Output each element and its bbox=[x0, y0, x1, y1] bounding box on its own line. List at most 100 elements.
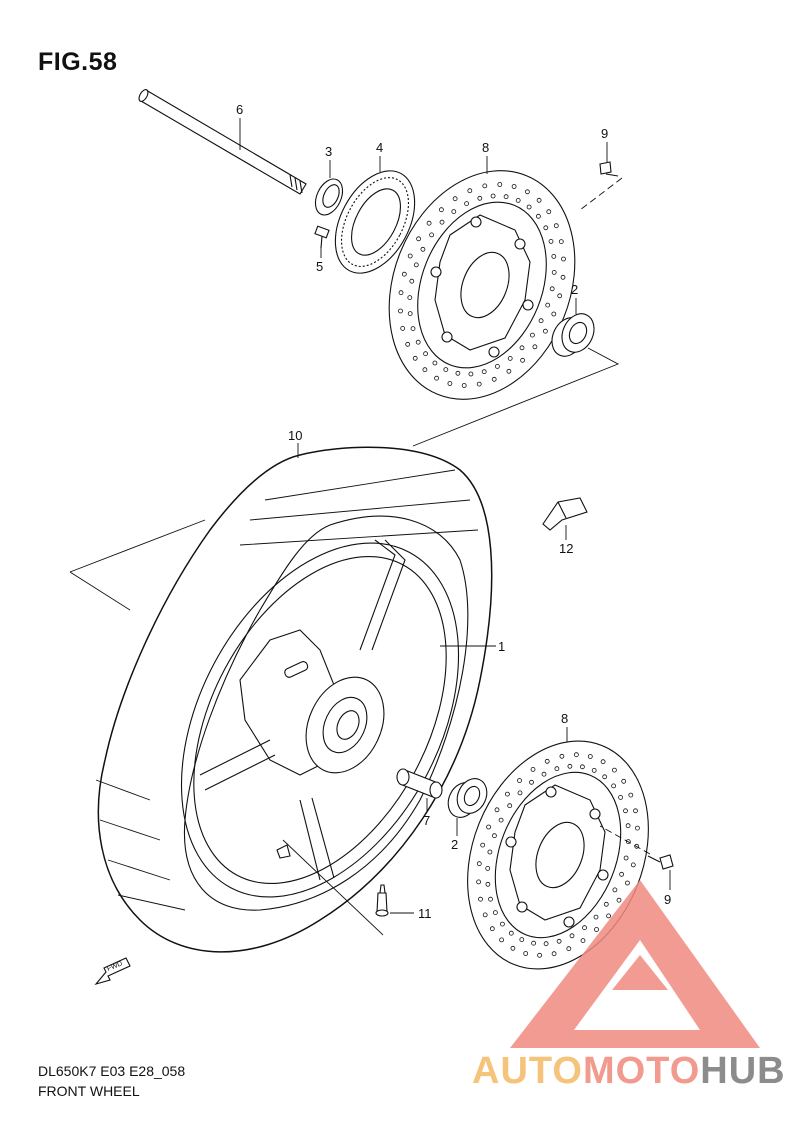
disc-hole bbox=[553, 223, 559, 229]
disc-hole bbox=[621, 778, 627, 784]
disc-hole bbox=[409, 278, 415, 284]
disc-hole bbox=[619, 871, 624, 877]
disc-hole bbox=[407, 253, 413, 259]
disc-hole bbox=[544, 758, 550, 764]
disc-hole bbox=[422, 367, 428, 373]
watermark-text: AUTOMOTOHUB bbox=[472, 1050, 786, 1093]
disc-hole bbox=[426, 220, 432, 226]
disc-hole bbox=[543, 225, 549, 231]
disc-hole bbox=[489, 926, 495, 932]
disc-hole bbox=[405, 341, 411, 347]
callout-6: 6 bbox=[236, 102, 243, 117]
disc-hole bbox=[611, 783, 616, 789]
callout-11: 11 bbox=[418, 906, 432, 921]
disc-hole bbox=[536, 197, 542, 203]
disc-hole bbox=[612, 887, 618, 893]
disc-hole bbox=[447, 381, 453, 386]
disc-hole bbox=[482, 183, 488, 189]
brake-disc-bottom bbox=[467, 727, 649, 970]
disc-hole bbox=[487, 849, 493, 855]
disc-hole bbox=[498, 817, 504, 823]
balance-weight bbox=[542, 497, 588, 540]
disc-hole bbox=[464, 201, 470, 207]
disc-hole bbox=[606, 913, 611, 919]
disc-hole bbox=[541, 771, 547, 777]
callout-7: 7 bbox=[423, 813, 430, 828]
disc-hole bbox=[490, 193, 496, 199]
disc-hole bbox=[499, 937, 505, 943]
disc-hole bbox=[566, 946, 572, 952]
callout-12: 12 bbox=[559, 541, 573, 556]
disc-hole bbox=[443, 367, 449, 373]
disc-hole bbox=[519, 345, 525, 351]
disc-hole bbox=[504, 791, 510, 797]
disc-hole bbox=[486, 824, 492, 830]
disc-hole bbox=[398, 308, 403, 314]
disc-hole bbox=[476, 879, 482, 885]
disc-hole bbox=[551, 269, 557, 275]
disc-hole bbox=[519, 937, 525, 942]
disc-hole bbox=[530, 767, 536, 772]
disc-hole bbox=[517, 778, 522, 783]
disc-hole bbox=[625, 880, 630, 886]
disc-hole bbox=[582, 925, 587, 931]
disc-hole bbox=[523, 951, 529, 956]
disc-hole bbox=[416, 236, 422, 242]
disc-hole bbox=[499, 921, 505, 927]
disc-hole bbox=[506, 368, 512, 374]
callout-5: 5 bbox=[316, 259, 323, 274]
disc-hole bbox=[529, 779, 534, 785]
disc-hole bbox=[551, 253, 557, 259]
disc-hole bbox=[559, 753, 565, 759]
disc-hole bbox=[432, 360, 438, 366]
disc-hole bbox=[407, 295, 413, 301]
disc-hole bbox=[525, 189, 530, 195]
disc-hole bbox=[536, 213, 541, 219]
figure-code: DL650K7 E03 E28_058 bbox=[38, 1063, 186, 1079]
wheel-rim bbox=[180, 539, 496, 898]
disc-hole bbox=[410, 326, 416, 332]
disc-hole bbox=[537, 952, 542, 958]
disc-hole bbox=[478, 896, 483, 902]
axle bbox=[138, 89, 307, 195]
disc-hole bbox=[580, 938, 586, 943]
disc-hole bbox=[594, 927, 599, 932]
disc-hole bbox=[561, 256, 566, 262]
disc-hole bbox=[508, 930, 514, 936]
disc-hole bbox=[439, 219, 445, 225]
disc-hole bbox=[630, 862, 636, 868]
disc-hole bbox=[520, 357, 525, 363]
disc-hole bbox=[628, 792, 634, 798]
disc-hole bbox=[467, 188, 473, 194]
disc-hole bbox=[623, 855, 629, 861]
disc-hole bbox=[526, 204, 532, 210]
disc-hole bbox=[488, 896, 493, 902]
figure-name: FRONT WHEEL bbox=[38, 1083, 140, 1099]
disc-hole bbox=[551, 311, 557, 317]
disc-hole bbox=[497, 182, 503, 187]
disc-hole bbox=[507, 803, 513, 809]
ring-screw bbox=[314, 225, 330, 258]
callout-9-top: 9 bbox=[601, 126, 608, 141]
callout-2-top: 2 bbox=[571, 282, 578, 297]
disc-hole bbox=[485, 881, 491, 887]
disc-hole bbox=[492, 910, 498, 915]
bearing-top bbox=[412, 298, 620, 447]
disc-hole bbox=[468, 371, 474, 377]
disc-hole bbox=[412, 355, 418, 361]
disc-hole bbox=[476, 381, 482, 387]
watermark-hub: HUB bbox=[700, 1050, 786, 1092]
disc-hole bbox=[511, 184, 517, 189]
callout-4: 4 bbox=[376, 140, 383, 155]
disc-hole bbox=[517, 790, 523, 796]
disc-hole bbox=[482, 912, 488, 918]
callout-1: 1 bbox=[498, 639, 505, 654]
disc-hole bbox=[530, 332, 535, 338]
disc-hole bbox=[507, 355, 513, 361]
disc-hole bbox=[623, 808, 628, 814]
disc-hole bbox=[635, 825, 640, 831]
callout-8-bottom: 8 bbox=[561, 711, 568, 726]
disc-hole bbox=[481, 369, 487, 375]
disc-hole bbox=[591, 768, 597, 773]
